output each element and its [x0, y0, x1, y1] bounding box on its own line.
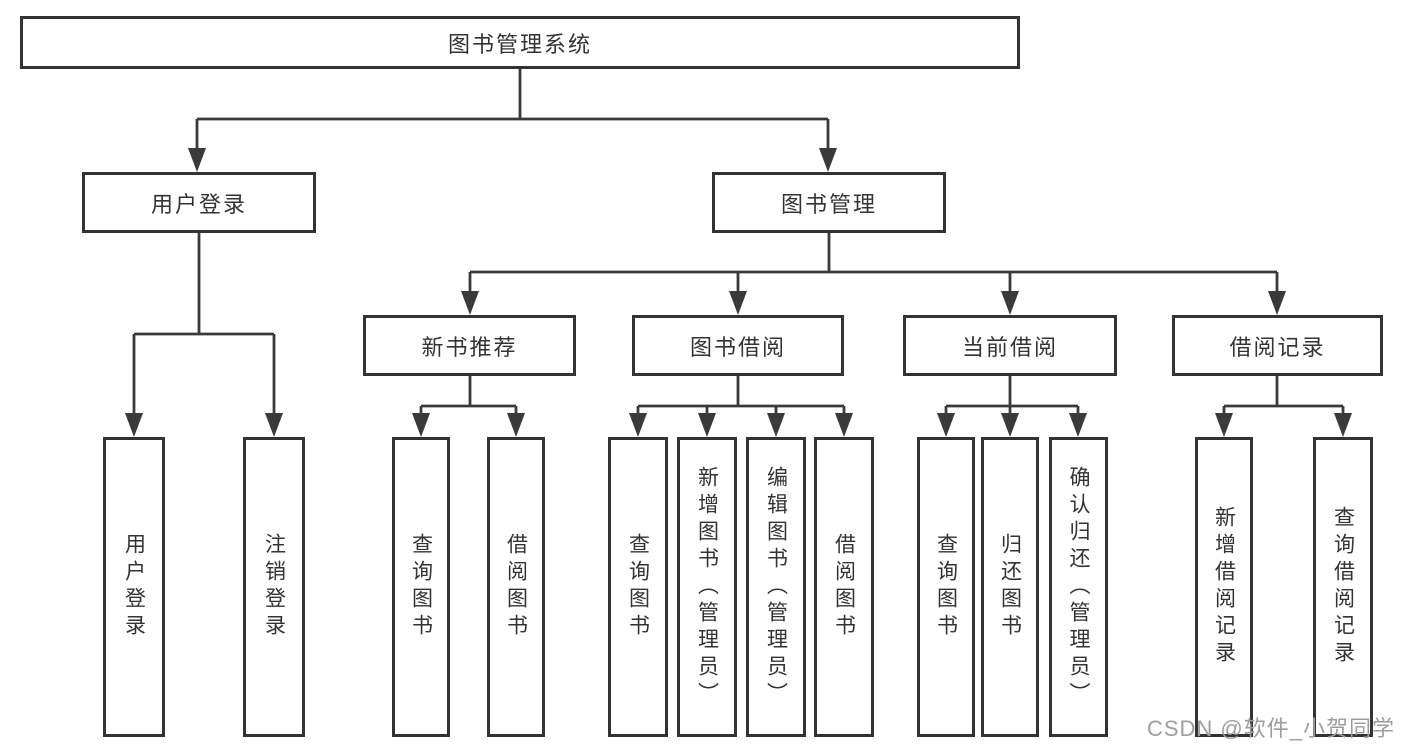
connector-user-login [125, 233, 283, 437]
connector-new-book-recommendation [412, 376, 525, 437]
node-book-management: 图书管理 [712, 172, 946, 233]
leaf-logout: 注销登录 [243, 437, 305, 737]
node-label: 当前借阅 [961, 334, 1058, 360]
leaf-return-books: 归还图书 [981, 437, 1039, 737]
node-label: 借阅记录 [1229, 334, 1326, 360]
node-borrowing-records: 借阅记录 [1172, 315, 1383, 376]
node-library-management-system: 图书管理系统 [20, 16, 1020, 69]
node-label: 图书管理系统 [447, 31, 592, 57]
leaf-borrow-books-1: 借阅图书 [487, 437, 545, 737]
connector-book-borrowing [629, 376, 853, 437]
leaf-query-books-3: 查询图书 [917, 437, 975, 737]
node-label: 新增图书（管理员） [695, 465, 719, 709]
node-label: 查询借阅记录 [1331, 506, 1355, 668]
node-label: 借阅图书 [504, 533, 528, 641]
leaf-add-borrow-record: 新增借阅记录 [1195, 437, 1253, 737]
node-label: 新书推荐 [421, 334, 518, 360]
node-current-borrowing: 当前借阅 [903, 315, 1117, 376]
leaf-edit-books-admin: 编辑图书（管理员） [746, 437, 806, 737]
connector-current-borrowing [937, 376, 1087, 437]
node-label: 查询图书 [934, 533, 958, 641]
node-label: 借阅图书 [832, 533, 856, 641]
node-label: 图书管理 [780, 191, 877, 217]
connector-book-management [461, 233, 1286, 315]
leaf-confirm-return-admin: 确认归还（管理员） [1049, 437, 1108, 737]
node-label: 用户登录 [150, 191, 247, 217]
connector-root [188, 69, 837, 172]
leaf-user-login: 用户登录 [103, 437, 165, 737]
node-label: 确认归还（管理员） [1067, 465, 1090, 709]
leaf-query-borrow-record: 查询借阅记录 [1313, 437, 1373, 737]
node-label: 查询图书 [626, 533, 650, 641]
node-label: 归还图书 [998, 533, 1022, 641]
leaf-add-books-admin: 新增图书（管理员） [677, 437, 737, 737]
node-label: 注销登录 [262, 533, 286, 641]
node-label: 编辑图书（管理员） [764, 465, 788, 709]
leaf-query-books-2: 查询图书 [608, 437, 668, 737]
node-user-login: 用户登录 [82, 172, 316, 233]
leaf-query-books-1: 查询图书 [392, 437, 450, 737]
node-new-book-recommendation: 新书推荐 [363, 315, 576, 376]
node-label: 图书借阅 [689, 334, 786, 360]
leaf-borrow-books-2: 借阅图书 [814, 437, 874, 737]
node-label: 查询图书 [409, 533, 433, 641]
node-label: 新增借阅记录 [1212, 506, 1236, 668]
csdn-watermark: CSDN @软件_小贺同学 [1146, 716, 1395, 741]
connector-borrowing-records [1215, 376, 1352, 437]
node-book-borrowing: 图书借阅 [632, 315, 844, 376]
node-label: 用户登录 [122, 533, 146, 641]
